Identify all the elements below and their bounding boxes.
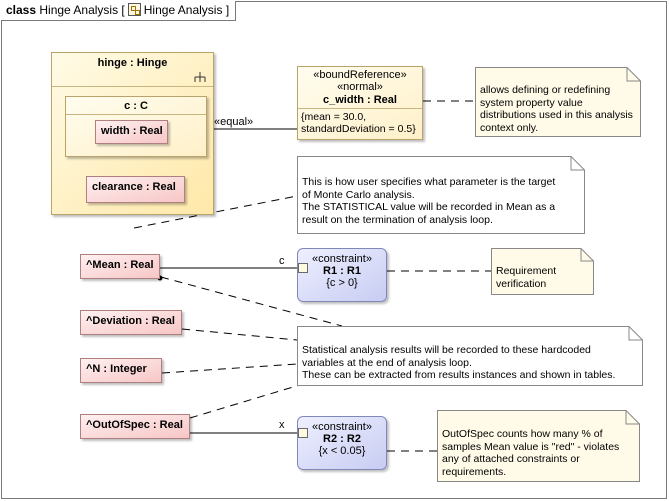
bound-reference-block[interactable]: «boundReference» «normal» c_width : Real… — [297, 66, 423, 140]
note-line: requirements. — [442, 465, 507, 478]
mean-results-anchor[interactable] — [160, 276, 343, 327]
constraint-name: R1 : R1 — [323, 265, 361, 277]
note-line: These can be extracted from results inst… — [302, 369, 616, 381]
port-x-label: x — [279, 419, 285, 431]
diagram-tab-name: Hinge Analysis — [143, 3, 223, 17]
bound-ref-values-line2: standardDeviation = 0.5} — [301, 123, 416, 135]
note-line: of Monte Carlo analysis. — [302, 188, 415, 201]
constraint-expression: {x < 0.05} — [318, 445, 366, 457]
constraint-stereotype: «constraint» — [312, 253, 372, 265]
note-line: result on the termination of analysis lo… — [302, 213, 493, 226]
deviation-results-anchor[interactable] — [181, 328, 298, 341]
part-c-divider — [66, 114, 206, 115]
bound-ref-stereotype-normal: «normal» — [337, 81, 383, 93]
constraint-r1[interactable]: «constraint» R1 : R1 {c > 0} — [297, 248, 387, 302]
outofspec-note[interactable]: OutOfSpec counts how many % of samples M… — [437, 410, 640, 482]
mean-property[interactable]: ^Mean : Real — [80, 254, 160, 279]
n-results-anchor[interactable] — [161, 363, 298, 374]
constraint-name: R2 : R2 — [323, 433, 361, 445]
bound-ref-values-line1: {mean = 30.0, — [301, 111, 367, 123]
class-diagram-icon — [127, 3, 141, 16]
note-line: verification — [496, 277, 547, 290]
bound-ref-values: {mean = 30.0, standardDeviation = 0.5} — [298, 108, 422, 135]
bound-ref-note[interactable]: allows defining or redefining system pro… — [475, 67, 641, 137]
outofspec-results-anchor[interactable] — [189, 383, 304, 419]
constraint-expression: {c > 0} — [326, 277, 358, 289]
note-line: distributions used in this analysis — [480, 109, 633, 121]
equal-label: «equal» — [214, 116, 254, 128]
port-c-label: c — [279, 255, 285, 267]
diagram-header: class Hinge Analysis [Hinge Analysis ] — [1, 1, 237, 21]
bound-ref-stereotype: «boundReference» — [313, 69, 407, 81]
note-line: system property value — [480, 96, 583, 109]
constraint-stereotype: «constraint» — [312, 421, 372, 433]
outofspec-property[interactable]: ^OutOfSpec : Real — [80, 414, 190, 439]
note-line: context only. — [480, 121, 539, 134]
note-line: any of attached constraints or — [442, 453, 580, 465]
note-line: samples Mean value is "red" - violates — [442, 440, 620, 453]
bound-ref-name: c_width : Real — [323, 94, 397, 106]
constraint-port-c[interactable] — [298, 263, 308, 273]
note-line: This is how user specifies what paramete… — [302, 176, 556, 188]
note-line: Statistical analysis results will be rec… — [302, 344, 591, 356]
constraint-port-x[interactable] — [298, 428, 308, 438]
part-c[interactable]: c : C — [65, 96, 207, 157]
target-note[interactable]: This is how user specifies what paramete… — [297, 156, 585, 234]
constraint-r2[interactable]: «constraint» R2 : R2 {x < 0.05} — [297, 416, 387, 470]
part-c-title: c : C — [124, 100, 148, 112]
deviation-property[interactable]: ^Deviation : Real — [80, 310, 182, 335]
fork-structure-icon — [194, 72, 206, 82]
hinge-title: hinge : Hinge — [97, 57, 168, 69]
note-line: allows defining or redefining — [480, 84, 611, 96]
note-line: Requirement — [496, 265, 557, 277]
n-property[interactable]: ^N : Integer — [80, 358, 162, 383]
diagram-name: Hinge Analysis — [39, 3, 119, 17]
results-note[interactable]: Statistical analysis results will be rec… — [297, 326, 643, 386]
hinge-divider — [52, 86, 213, 87]
requirement-note[interactable]: Requirement verification — [491, 248, 594, 295]
clearance-property[interactable]: clearance : Real — [86, 176, 185, 203]
note-line: variables at the end of analysis loop. — [302, 356, 472, 369]
width-property[interactable]: width : Real — [95, 120, 168, 144]
note-line: The STATISTICAL value will be recorded i… — [302, 201, 556, 213]
diagram-kind: class — [6, 3, 37, 17]
note-line: OutOfSpec counts how many % of — [442, 428, 603, 440]
